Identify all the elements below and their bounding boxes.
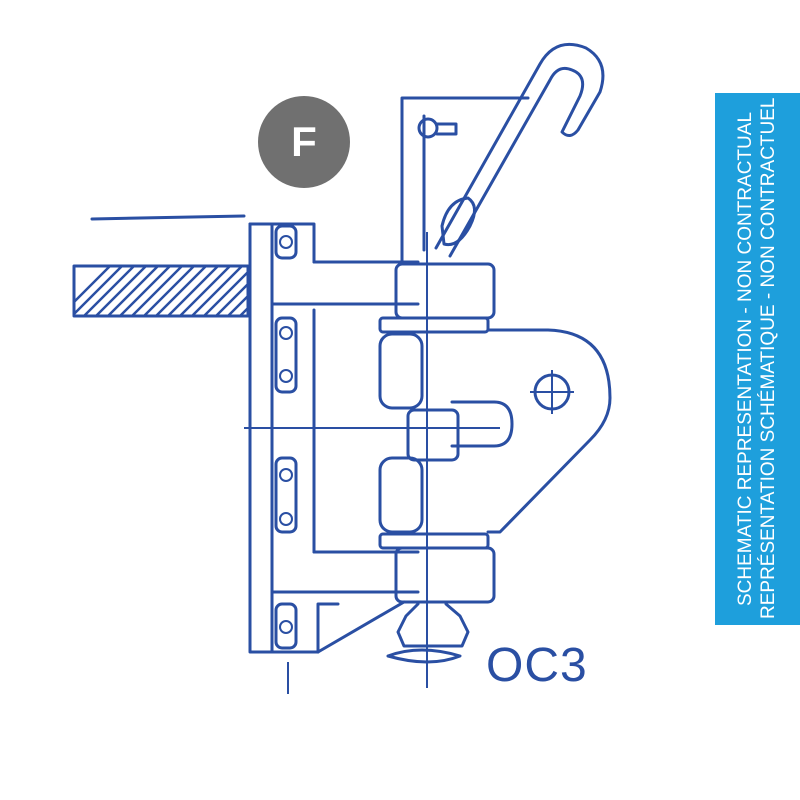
hatch-line [215,283,249,317]
hatch-line [191,265,243,317]
hatch-line [239,307,249,317]
view-letter: F [291,118,317,165]
upper-bracket [400,96,530,264]
hook [434,43,605,258]
hatch-line [73,265,111,303]
hinge-eye [450,328,612,534]
disclaimer-banner: SCHEMATIC REPRESENTATION - NON CONTRACTU… [715,93,800,625]
hatch-line [107,265,159,317]
hatch-line [83,265,135,317]
center-lines [244,232,500,694]
disclaimer-line-english: SCHEMATIC REPRESENTATION - NON CONTRACTU… [735,111,756,607]
hatch-line [155,265,207,317]
disclaimer-text: SCHEMATIC REPRESENTATION - NON CONTRACTU… [734,97,780,619]
hatch-line [179,265,231,317]
hatch-line [143,265,195,317]
middle-rollers [378,332,460,534]
lower-knuckle [378,532,496,604]
mounting-holes [274,224,298,650]
mounting-plate [248,222,420,654]
hatch-line [119,265,171,317]
disclaimer-line-french: REPRÉSENTATION SCHÉMATIQUE - NON CONTRAC… [758,97,779,619]
hatch-line [167,265,219,317]
hatch-line [73,265,123,315]
hatched-wall-section [72,264,250,318]
hatch-line [95,265,147,317]
wall-reference-line [90,214,246,221]
upper-knuckle [378,262,496,334]
part-label: OC3 [486,639,588,692]
hatch-line [131,265,183,317]
hatch-line [203,271,249,317]
pin-nut [386,602,470,664]
view-letter-badge: F [258,96,350,188]
hatch-line [227,295,249,317]
